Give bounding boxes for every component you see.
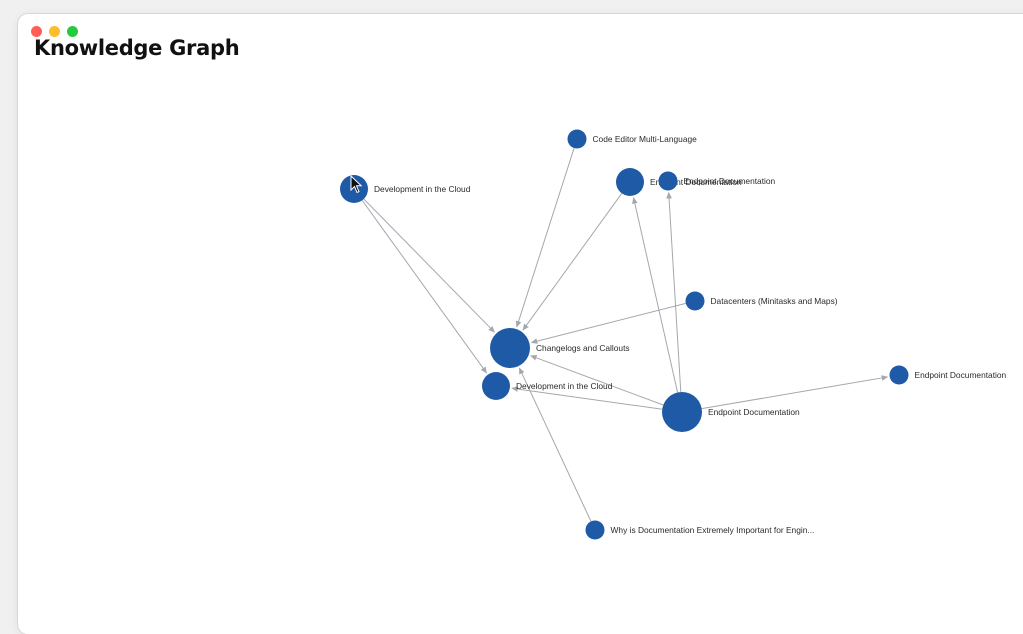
node-label: Development in the Cloud [516,381,613,391]
page-title: Knowledge Graph [34,36,240,60]
node-label: Endpoint Documentation [684,176,776,186]
graph-edge [522,193,623,331]
node-label: Endpoint Documentation [915,370,1007,380]
graph-node[interactable]: Endpoint Documentation [616,168,742,196]
node-circle[interactable] [585,520,605,540]
graph-edge [530,302,686,344]
graph-edge [361,200,488,374]
node-label: Endpoint Documentation [650,177,742,187]
graph-edge [666,191,682,393]
graph-edge [632,197,679,393]
node-circle[interactable] [490,328,530,368]
node-circle[interactable] [685,291,705,311]
node-circle[interactable] [662,392,702,432]
close-button[interactable] [31,26,42,37]
graph-node[interactable]: Endpoint Documentation [889,365,1007,385]
graph-node[interactable]: Code Editor Multi-Language [567,129,698,149]
graph-node[interactable]: Development in the Cloud [482,372,613,400]
node-circle[interactable] [658,171,678,191]
graph-edge [511,386,663,410]
graph-node[interactable]: Development in the Cloud [340,175,471,203]
node-label: Development in the Cloud [374,184,471,194]
node-label: Endpoint Documentation [708,407,800,417]
node-circle[interactable] [340,175,368,203]
node-circle[interactable] [567,129,587,149]
node-label: Changelogs and Callouts [536,343,630,353]
node-circle[interactable] [482,372,510,400]
window-controls [31,26,78,37]
graph-node[interactable]: Endpoint Documentation [658,171,776,191]
graph-edge [530,355,664,406]
graph-edge [701,375,889,410]
node-label: Datacenters (Minitasks and Maps) [711,296,838,306]
node-circle[interactable] [889,365,909,385]
node-label: Why is Documentation Extremely Important… [611,525,815,535]
graph-edge [518,367,592,522]
zoom-button[interactable] [67,26,78,37]
graph-node[interactable]: Datacenters (Minitasks and Maps) [685,291,838,311]
graph-node[interactable]: Changelogs and Callouts [490,328,630,368]
node-circle[interactable] [616,168,644,196]
node-label: Code Editor Multi-Language [593,134,698,144]
graph-node[interactable]: Endpoint Documentation [662,392,800,432]
graph-edge [363,198,495,333]
minimize-button[interactable] [49,26,60,37]
graph-node[interactable]: Why is Documentation Extremely Important… [585,520,815,540]
graph-edges [361,147,889,522]
mouse-pointer-icon [350,175,363,194]
graph-edge [515,147,575,328]
